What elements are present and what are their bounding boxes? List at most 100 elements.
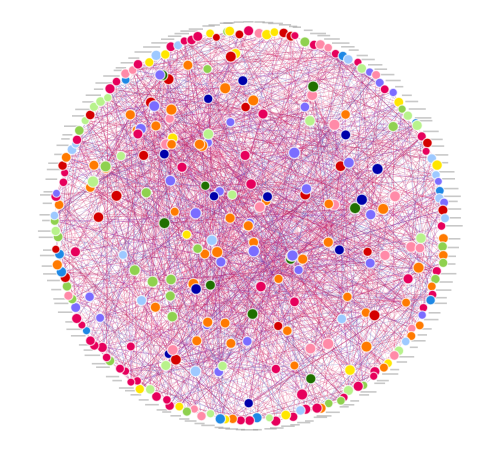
graph-node[interactable] xyxy=(402,273,414,285)
graph-node[interactable] xyxy=(293,264,304,276)
graph-node[interactable] xyxy=(94,312,106,323)
graph-node[interactable] xyxy=(158,217,171,230)
graph-node[interactable] xyxy=(348,201,362,215)
graph-node[interactable] xyxy=(297,253,309,265)
graph-node[interactable] xyxy=(181,229,192,240)
graph-node[interactable] xyxy=(245,178,258,191)
graph-node[interactable] xyxy=(273,320,284,332)
graph-node[interactable] xyxy=(189,365,202,378)
graph-node[interactable] xyxy=(388,190,402,203)
graph-node[interactable] xyxy=(322,236,334,248)
graph-node[interactable] xyxy=(148,100,161,113)
graph-node[interactable] xyxy=(257,108,269,120)
graph-node[interactable] xyxy=(169,206,180,217)
graph-node[interactable] xyxy=(214,413,227,425)
graph-node[interactable] xyxy=(51,259,64,271)
graph-node[interactable] xyxy=(182,59,194,71)
graph-node[interactable] xyxy=(414,242,426,254)
graph-node[interactable] xyxy=(336,395,346,406)
graph-node[interactable] xyxy=(237,74,249,87)
graph-node[interactable] xyxy=(154,69,166,81)
graph-node[interactable] xyxy=(117,249,129,260)
graph-node[interactable] xyxy=(364,208,377,221)
graph-node[interactable] xyxy=(132,58,144,70)
graph-node[interactable] xyxy=(388,350,400,361)
graph-node[interactable] xyxy=(202,63,213,75)
graph-node[interactable] xyxy=(160,49,171,60)
graph-node[interactable] xyxy=(280,409,292,421)
graph-node[interactable] xyxy=(426,281,437,292)
graph-node[interactable] xyxy=(84,291,95,303)
graph-node[interactable] xyxy=(217,360,228,372)
graph-node[interactable] xyxy=(411,119,423,132)
graph-node[interactable] xyxy=(340,109,352,120)
graph-node[interactable] xyxy=(71,134,83,146)
graph-node[interactable] xyxy=(151,391,163,403)
graph-node[interactable] xyxy=(247,94,260,107)
graph-node[interactable] xyxy=(88,159,100,171)
graph-node[interactable] xyxy=(340,129,352,141)
graph-node[interactable] xyxy=(176,161,188,173)
graph-node[interactable] xyxy=(224,50,237,63)
graph-node[interactable] xyxy=(192,243,204,255)
graph-node[interactable] xyxy=(49,210,60,221)
graph-node[interactable] xyxy=(164,290,176,302)
graph-node[interactable] xyxy=(205,408,216,419)
graph-node[interactable] xyxy=(239,149,251,162)
graph-node[interactable] xyxy=(161,394,172,405)
graph-node[interactable] xyxy=(264,413,274,423)
graph-node[interactable] xyxy=(69,246,82,258)
graph-node[interactable] xyxy=(422,137,433,149)
graph-node[interactable] xyxy=(333,244,345,256)
graph-node[interactable] xyxy=(368,309,381,322)
graph-node[interactable] xyxy=(84,335,96,347)
graph-node[interactable] xyxy=(202,93,214,105)
graph-node[interactable] xyxy=(416,131,427,142)
graph-node[interactable] xyxy=(412,261,425,274)
graph-node[interactable] xyxy=(273,273,284,285)
graph-node[interactable] xyxy=(169,353,182,366)
graph-node[interactable] xyxy=(379,249,391,262)
graph-node[interactable] xyxy=(360,340,373,353)
graph-node[interactable] xyxy=(181,406,193,417)
graph-node[interactable] xyxy=(125,341,136,352)
graph-node[interactable] xyxy=(219,317,231,329)
graph-node[interactable] xyxy=(164,174,177,187)
graph-node[interactable] xyxy=(86,175,100,188)
graph-node[interactable] xyxy=(134,383,146,395)
graph-node[interactable] xyxy=(342,291,353,303)
graph-node[interactable] xyxy=(281,325,293,337)
graph-node[interactable] xyxy=(240,101,252,113)
graph-node[interactable] xyxy=(101,352,112,363)
graph-node[interactable] xyxy=(60,151,72,163)
graph-node[interactable] xyxy=(234,29,245,40)
graph-node[interactable] xyxy=(355,193,369,206)
graph-node[interactable] xyxy=(144,57,155,68)
graph-node[interactable] xyxy=(402,110,414,121)
graph-node[interactable] xyxy=(204,279,216,291)
graph-node[interactable] xyxy=(149,301,162,313)
graph-node[interactable] xyxy=(115,150,127,162)
graph-node[interactable] xyxy=(342,54,354,65)
graph-node[interactable] xyxy=(253,201,266,214)
graph-node[interactable] xyxy=(103,92,113,103)
graph-node[interactable] xyxy=(225,337,237,349)
graph-node[interactable] xyxy=(202,128,215,141)
graph-node[interactable] xyxy=(269,27,280,38)
graph-node[interactable] xyxy=(146,275,159,288)
graph-node[interactable] xyxy=(414,320,425,331)
graph-node[interactable] xyxy=(323,198,335,210)
graph-node[interactable] xyxy=(299,36,311,48)
graph-node[interactable] xyxy=(352,380,364,392)
graph-node[interactable] xyxy=(299,101,311,113)
graph-node[interactable] xyxy=(374,77,385,88)
graph-node[interactable] xyxy=(300,183,313,195)
graph-node[interactable] xyxy=(132,128,144,140)
graph-node[interactable] xyxy=(150,49,162,62)
graph-node[interactable] xyxy=(323,42,334,53)
graph-node[interactable] xyxy=(70,312,83,325)
graph-node[interactable] xyxy=(425,294,436,306)
graph-node[interactable] xyxy=(193,138,206,151)
graph-node[interactable] xyxy=(244,415,256,427)
graph-node[interactable] xyxy=(344,364,356,377)
